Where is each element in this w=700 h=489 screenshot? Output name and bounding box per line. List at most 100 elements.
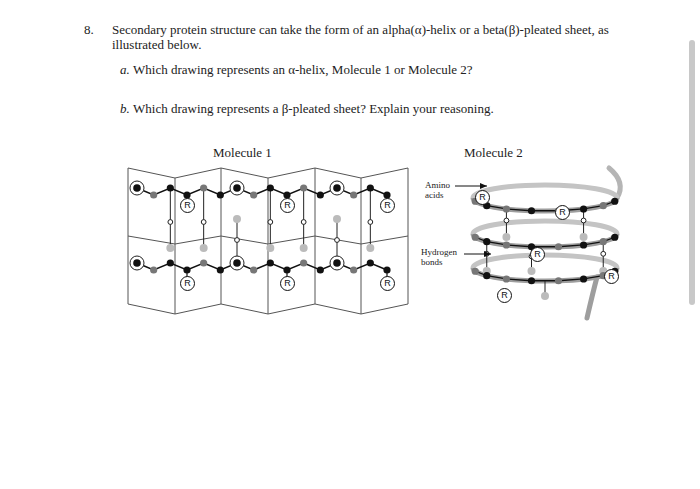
side-chain-letter: R bbox=[608, 272, 615, 281]
atom bbox=[350, 266, 357, 273]
side-chain-circle: R bbox=[530, 247, 545, 262]
atom bbox=[200, 184, 207, 191]
sheet-fold bbox=[315, 168, 316, 304]
atom bbox=[555, 243, 562, 250]
atom bbox=[502, 233, 510, 241]
atom bbox=[600, 202, 607, 209]
side-chain-circle: R bbox=[280, 198, 295, 213]
side-chain-circle: R bbox=[180, 198, 195, 213]
text-label: Which drawing represents an α-helix, Mol… bbox=[133, 62, 473, 77]
atom bbox=[367, 184, 374, 191]
atom bbox=[483, 238, 490, 245]
atom bbox=[133, 184, 141, 192]
helix-ribbon bbox=[473, 234, 617, 247]
leader-arrow bbox=[455, 186, 487, 187]
atom bbox=[233, 215, 241, 223]
atom bbox=[300, 184, 307, 191]
helix-ribbon bbox=[473, 255, 617, 268]
atom bbox=[383, 266, 390, 273]
side-chain-circle: R bbox=[280, 276, 295, 291]
atom bbox=[166, 244, 174, 252]
bond-ring bbox=[581, 218, 586, 223]
sheet-edge bbox=[128, 168, 408, 178]
bond-ring bbox=[168, 220, 173, 225]
helix-ribbon bbox=[473, 221, 617, 234]
backbone bbox=[475, 271, 614, 281]
helix-ribbon bbox=[587, 277, 597, 318]
atom bbox=[580, 205, 587, 212]
hydrogen-bond bbox=[203, 188, 204, 246]
side-chain-letter: R bbox=[384, 279, 391, 288]
atom bbox=[167, 259, 174, 266]
atom bbox=[611, 234, 618, 241]
atom bbox=[250, 191, 257, 198]
atom bbox=[503, 275, 510, 282]
atom bbox=[367, 259, 374, 266]
atom bbox=[528, 267, 536, 275]
atom bbox=[217, 191, 224, 198]
hydrogen-bond bbox=[270, 188, 271, 246]
atom bbox=[580, 275, 587, 282]
atom bbox=[150, 191, 157, 198]
atom bbox=[580, 241, 587, 248]
atom bbox=[611, 198, 618, 205]
atom bbox=[600, 238, 607, 245]
text-label: Molecule 1 bbox=[213, 145, 272, 160]
atom bbox=[541, 292, 549, 300]
atom bbox=[317, 191, 324, 198]
callout-label: Amino acids bbox=[425, 180, 457, 200]
callout-label: Hydrogen bonds bbox=[421, 247, 463, 267]
atom bbox=[150, 266, 157, 273]
text-label: Which drawing represents a β-pleated she… bbox=[133, 101, 494, 116]
atom bbox=[528, 277, 535, 284]
atom-ring bbox=[130, 256, 144, 270]
hydrogen-bond bbox=[370, 188, 371, 246]
side-chain-circle: R bbox=[180, 276, 195, 291]
backbone bbox=[137, 188, 387, 195]
atom bbox=[483, 272, 490, 279]
text-label: Secondary protein structure can take the… bbox=[112, 22, 627, 52]
atom-ring bbox=[130, 181, 144, 195]
side-chain-circle: R bbox=[555, 205, 570, 220]
atom bbox=[333, 215, 341, 223]
atom bbox=[300, 259, 307, 266]
backbone bbox=[137, 263, 387, 270]
side-chain-circle: R bbox=[380, 198, 395, 213]
sheet-fold bbox=[221, 168, 222, 304]
bond-ring bbox=[301, 220, 306, 225]
atom bbox=[350, 191, 357, 198]
atom bbox=[233, 184, 241, 192]
side-chain-letter: R bbox=[501, 291, 508, 300]
bond-ring bbox=[335, 238, 340, 243]
side-chain-letter: R bbox=[184, 279, 191, 288]
atom bbox=[283, 266, 290, 273]
atom bbox=[300, 244, 308, 252]
atom bbox=[167, 184, 174, 191]
atom bbox=[200, 244, 208, 252]
atom bbox=[472, 268, 479, 275]
atom bbox=[267, 184, 274, 191]
side-chain-circle: R bbox=[497, 288, 512, 303]
bond-ring bbox=[235, 238, 240, 243]
side-chain-letter: R bbox=[559, 208, 566, 217]
atom bbox=[266, 244, 274, 252]
bond-ring bbox=[268, 220, 273, 225]
atom-ring bbox=[330, 256, 344, 270]
sheet-fold bbox=[128, 168, 129, 304]
side-chain-letter: R bbox=[384, 201, 391, 210]
side-chain-letter: R bbox=[534, 250, 541, 259]
sheet-fold bbox=[361, 178, 362, 314]
atom bbox=[233, 259, 241, 267]
atom bbox=[133, 259, 141, 267]
bond-ring bbox=[601, 251, 606, 256]
leader-arrow bbox=[464, 254, 491, 255]
atom bbox=[580, 233, 588, 241]
atom bbox=[317, 266, 324, 273]
side-chain-circle: R bbox=[380, 276, 395, 291]
atom bbox=[555, 277, 562, 284]
hydrogen-bond bbox=[303, 188, 304, 246]
bond-ring bbox=[368, 220, 373, 225]
atom bbox=[250, 266, 257, 273]
bond-ring bbox=[201, 220, 206, 225]
atom bbox=[503, 241, 510, 248]
